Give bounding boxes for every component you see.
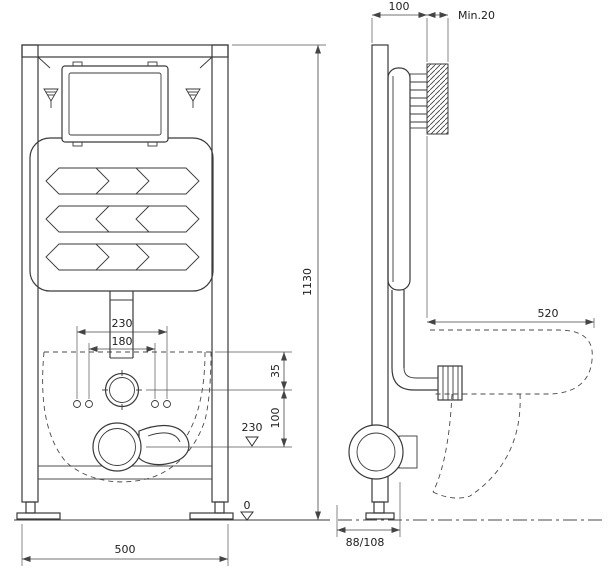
outlet-elbow-front [138, 424, 190, 466]
dim-outlet-offset: 88/108 [336, 482, 401, 549]
dim-label-100-offset: 100 [269, 408, 282, 429]
frame-front [16, 44, 234, 520]
front-view [14, 44, 330, 521]
supply-connection [102, 370, 142, 410]
dim-label-35: 35 [269, 364, 282, 378]
wall-hatch-block [426, 63, 449, 135]
dim-label-min20: Min.20 [458, 9, 495, 22]
dim-min20: Min.20 [427, 9, 495, 62]
side-view [338, 44, 602, 521]
bowl-outline-front [42, 351, 212, 483]
dim-offset-100: 100 [146, 390, 292, 448]
level-triangle-floor [240, 511, 254, 521]
level-triangle-outlet [245, 436, 259, 447]
dim-label-depth-100: 100 [389, 0, 410, 13]
dim-depth-100: 100 [371, 0, 428, 62]
outlet-opening [92, 422, 142, 472]
dimensions: 230 180 35 100 230 0 [21, 0, 595, 566]
flush-pipe-side [391, 290, 463, 401]
dim-label-1130: 1130 [301, 268, 314, 296]
dim-width-500: 500 [21, 524, 229, 566]
dim-label-500: 500 [115, 543, 136, 556]
level-mark-floor: 0 [240, 499, 254, 521]
dim-label-520: 520 [538, 307, 559, 320]
drain-elbow-side [348, 424, 418, 480]
dim-label-230-span: 230 [112, 317, 133, 330]
bowl-outline-side [430, 329, 593, 499]
dim-label-180-span: 180 [112, 335, 133, 348]
dim-bolt-spans: 230 180 [76, 317, 168, 399]
dim-offset-35: 35 [146, 351, 292, 391]
adjustment-mark-left [43, 88, 59, 108]
flush-plate-housing-side [409, 73, 428, 129]
level-mark-outlet: 230 [242, 421, 263, 447]
cistern-front [29, 137, 214, 292]
level-label-230: 230 [242, 421, 263, 434]
dim-height-1130: 1130 [232, 44, 326, 520]
mounting-holes [73, 400, 171, 408]
dim-label-88-108: 88/108 [346, 536, 385, 549]
outlet-elbow-inner-line [147, 432, 181, 443]
dim-bowl-depth-520: 520 [426, 136, 595, 328]
adjustment-mark-right [185, 88, 201, 108]
level-label-0: 0 [244, 499, 251, 512]
cistern-side [387, 67, 411, 291]
flush-plate [61, 61, 169, 147]
